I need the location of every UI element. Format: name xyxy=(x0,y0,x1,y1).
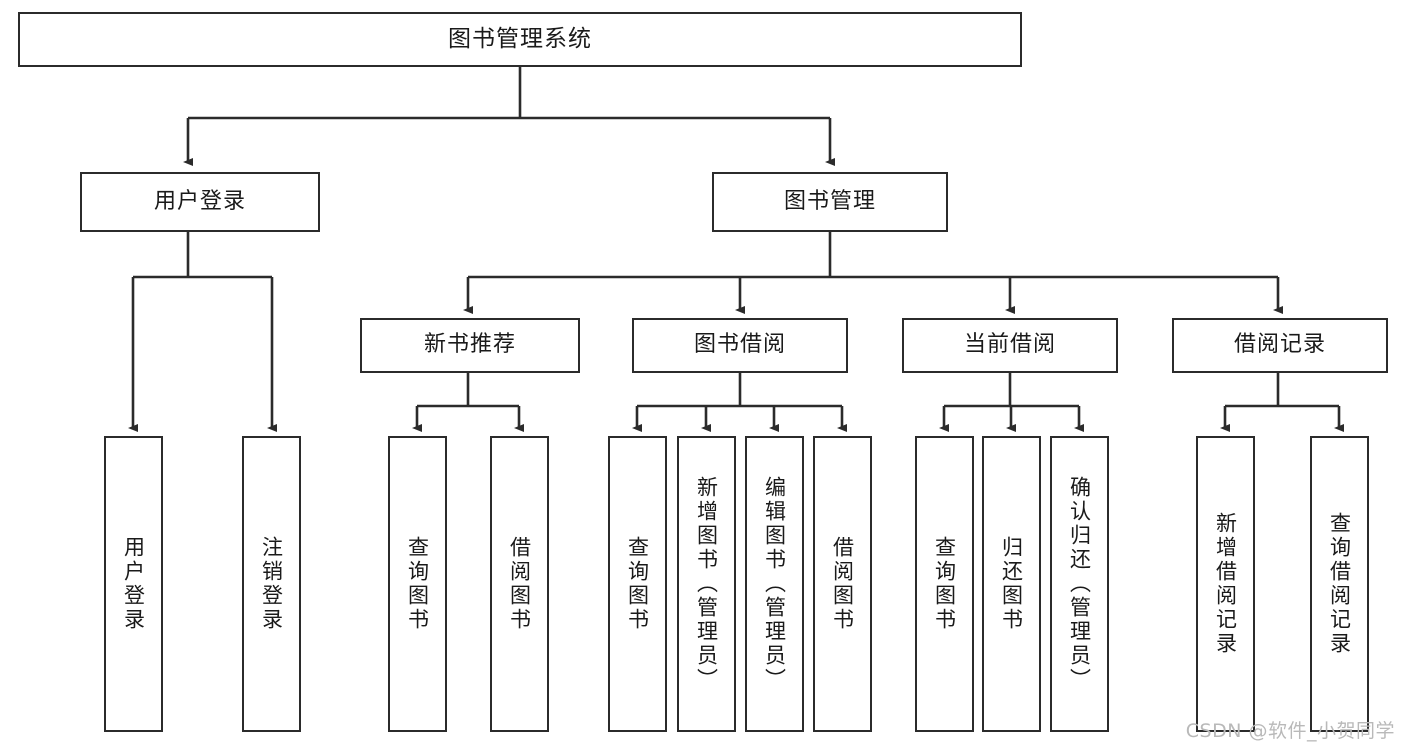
node-leaf-query-book-3[interactable]: 查询图书 xyxy=(915,436,974,732)
node-label: 借阅图书 xyxy=(507,536,532,632)
node-label: 用户登录 xyxy=(153,188,246,214)
node-leaf-query-record[interactable]: 查询借阅记录 xyxy=(1310,436,1369,732)
node-book-manage[interactable]: 图书管理 xyxy=(712,172,948,232)
node-label: 用户登录 xyxy=(121,536,146,632)
node-label: 图书管理系统 xyxy=(448,25,592,52)
node-label: 编辑图书（管理员） xyxy=(762,476,787,692)
node-leaf-add-record[interactable]: 新增借阅记录 xyxy=(1196,436,1255,732)
node-label: 当前借阅 xyxy=(963,332,1056,358)
node-label: 查询图书 xyxy=(932,536,957,632)
node-label: 查询图书 xyxy=(405,536,430,632)
node-leaf-user-login[interactable]: 用户登录 xyxy=(104,436,163,732)
node-label: 借阅记录 xyxy=(1233,332,1326,358)
node-label: 新增借阅记录 xyxy=(1213,512,1238,656)
node-borrow-record[interactable]: 借阅记录 xyxy=(1172,318,1388,373)
node-root-system[interactable]: 图书管理系统 xyxy=(18,12,1022,67)
node-label: 新增图书（管理员） xyxy=(694,476,719,692)
node-label: 确认归还（管理员） xyxy=(1067,476,1092,692)
csdn-watermark: CSDN @软件_小贺同学 xyxy=(1185,720,1395,742)
node-new-book-recommend[interactable]: 新书推荐 xyxy=(360,318,580,373)
node-label: 新书推荐 xyxy=(423,332,516,358)
node-leaf-borrow-book-2[interactable]: 借阅图书 xyxy=(813,436,872,732)
node-label: 查询图书 xyxy=(625,536,650,632)
node-leaf-logout-login[interactable]: 注销登录 xyxy=(242,436,301,732)
node-leaf-confirm-return[interactable]: 确认归还（管理员） xyxy=(1050,436,1109,732)
node-current-borrow[interactable]: 当前借阅 xyxy=(902,318,1118,373)
node-leaf-query-book-1[interactable]: 查询图书 xyxy=(388,436,447,732)
node-label: 查询借阅记录 xyxy=(1327,512,1352,656)
node-leaf-query-book-2[interactable]: 查询图书 xyxy=(608,436,667,732)
node-label: 图书借阅 xyxy=(693,332,786,358)
node-label: 注销登录 xyxy=(259,536,284,632)
node-label: 图书管理 xyxy=(783,188,876,214)
node-leaf-borrow-book-1[interactable]: 借阅图书 xyxy=(490,436,549,732)
node-label: 借阅图书 xyxy=(830,536,855,632)
node-leaf-return-book[interactable]: 归还图书 xyxy=(982,436,1041,732)
node-leaf-add-book[interactable]: 新增图书（管理员） xyxy=(677,436,736,732)
node-leaf-edit-book[interactable]: 编辑图书（管理员） xyxy=(745,436,804,732)
node-user-login[interactable]: 用户登录 xyxy=(80,172,320,232)
node-label: 归还图书 xyxy=(999,536,1024,632)
node-book-borrow[interactable]: 图书借阅 xyxy=(632,318,848,373)
